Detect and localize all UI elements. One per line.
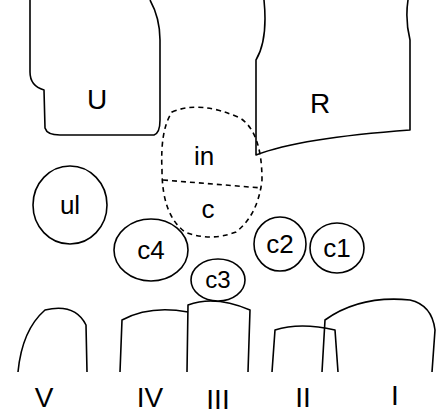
metacarpal-numeral: IV <box>135 384 165 412</box>
metacarpal-v <box>18 308 87 372</box>
bone-label: c2 <box>266 231 293 257</box>
bone-oval <box>33 166 107 244</box>
bone-label: ul <box>60 192 80 218</box>
bone-oval <box>254 217 306 271</box>
bone-label: c3 <box>205 268 230 292</box>
bone-label: R <box>310 90 330 118</box>
ulnare-oval: ul <box>32 165 108 245</box>
ulna-box: U <box>83 82 111 118</box>
intermedium-box: in <box>190 139 218 173</box>
metacarpal-iii <box>187 301 250 372</box>
bone-oval <box>310 223 364 273</box>
bone-label: c <box>202 196 215 222</box>
metacarpal-numeral: III <box>204 386 231 414</box>
intermedium-centrale-outline <box>162 107 262 237</box>
carpal-1-oval: c1 <box>309 222 365 274</box>
metacarpal-numeral: V <box>33 384 56 412</box>
metacarpal-i <box>322 299 435 372</box>
metacarpal-ii <box>272 326 338 372</box>
carpal-3-oval: c3 <box>190 258 246 302</box>
metacarpal-numeral: I <box>389 382 401 410</box>
carpal-4-oval: c4 <box>113 218 189 282</box>
bone-oval <box>114 219 188 281</box>
radius-box: R <box>306 86 334 122</box>
bone-label: c4 <box>137 237 164 263</box>
metacarpal-numeral: II <box>293 384 313 412</box>
radius-outline <box>256 0 410 155</box>
bone-oval <box>191 259 245 301</box>
bone-label: in <box>194 143 214 169</box>
bone-label: c1 <box>323 235 350 261</box>
carpal-2-oval: c2 <box>253 216 307 272</box>
metacarpal-iv <box>120 310 188 372</box>
bone-label: U <box>87 86 107 114</box>
centrale-box: c <box>198 192 219 226</box>
divider-line <box>163 180 262 188</box>
ulna-outline <box>30 0 160 135</box>
